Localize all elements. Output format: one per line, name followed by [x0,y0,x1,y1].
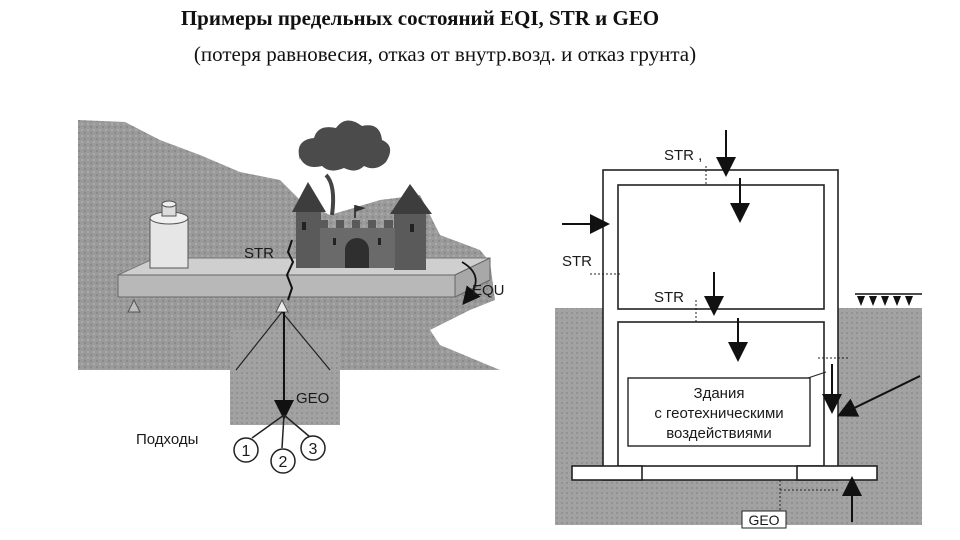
equ-rotation-arrow [461,261,481,305]
approach-1-label: 1 [242,443,251,460]
soil-left [555,308,603,500]
geo-label-box [741,510,787,529]
approach-line-2 [281,414,285,449]
weight [149,200,189,269]
approach-2-label: 2 [279,454,288,471]
load-line-right [281,311,331,371]
surface-load-arrows [857,296,913,306]
castle [292,120,432,270]
hillside [78,120,500,370]
box-leader [807,371,827,379]
load-line-left [235,311,283,371]
left-footing [571,465,643,481]
left-support [127,298,141,313]
beam-front [117,274,456,298]
geotechnical-box [627,377,811,447]
left-geo-label: GEO [296,390,329,407]
approach-circle-3 [300,435,326,461]
slide-subtitle-text: (потеря равновесия, отказ от внутр.возд.… [193,42,697,66]
str-side-label: STR [562,253,592,270]
str-top-label: STR , [664,147,702,164]
approach-circle-1 [233,437,259,463]
approach-3-label: 3 [309,441,318,458]
right-geo-label: GEO [748,512,779,528]
approach-line-1 [251,414,285,439]
approach-circle-2 [270,448,296,474]
left-diagram: 1 2 3 STR EQU GEO Подходы [78,120,505,474]
crack-line [285,239,295,301]
slide-title-text: Примеры предельных состояний EQI, STR и … [180,6,660,30]
box-line-2: с геотехническими [654,405,783,422]
right-footing [796,465,878,481]
box-line-3: воздействиями [666,425,772,442]
earth-pressure-arrow [837,375,921,417]
left-str-label: STR [244,245,274,262]
approaches-label: Подходы [136,431,198,448]
right-diagram: Здания с геотехническими воздействиями S… [555,130,922,529]
slide-subtitle: (потеря равновесия, отказ от внутр.возд.… [0,42,960,67]
approach-line-3 [283,414,311,438]
box-line-1: Здания [694,385,745,402]
equ-label: EQU [472,282,505,299]
str-mid-label: STR [654,289,684,306]
slide-title: Примеры предельных состояний EQI, STR и … [0,6,960,31]
